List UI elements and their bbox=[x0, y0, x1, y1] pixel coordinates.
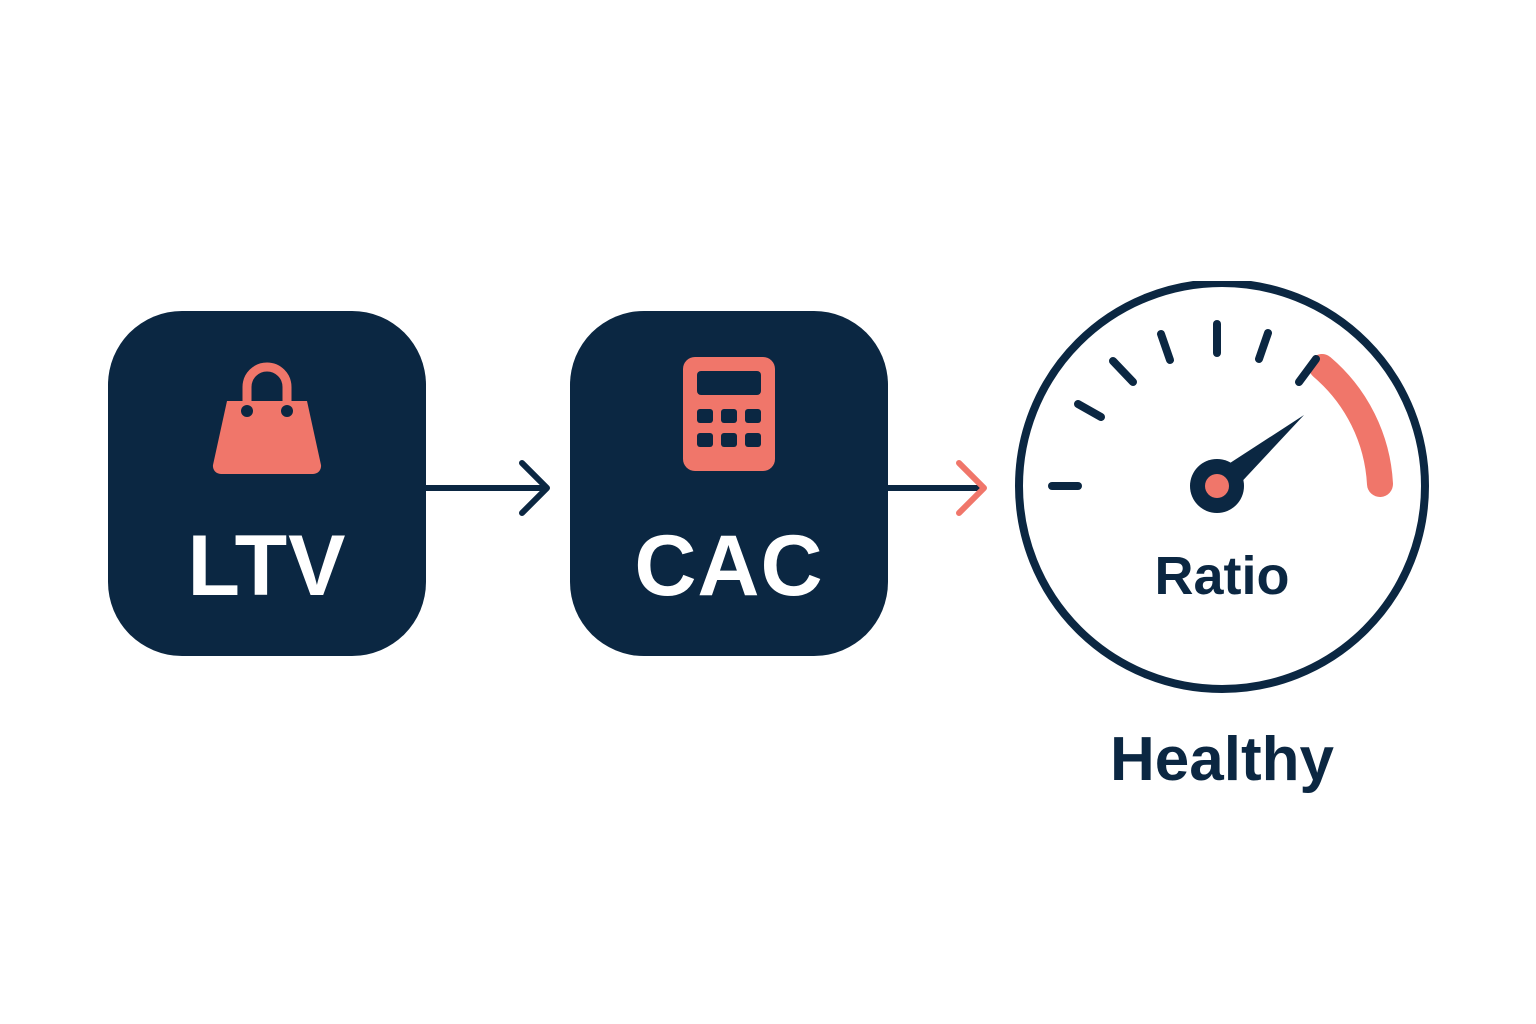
ltv-label: LTV bbox=[187, 518, 347, 614]
calculator-icon bbox=[683, 357, 775, 471]
cac-label: CAC bbox=[634, 518, 824, 614]
arrow-cac-to-ratio bbox=[885, 460, 987, 516]
healthy-zone-arc bbox=[1309, 354, 1393, 497]
shopping-bag-icon bbox=[212, 362, 322, 475]
cac-node: CAC bbox=[570, 311, 888, 656]
status-label: Healthy bbox=[1110, 725, 1334, 794]
gauge-ticks bbox=[1048, 320, 1320, 490]
ratio-label: Ratio bbox=[1154, 546, 1290, 606]
arrow-ltv-to-cac bbox=[423, 460, 550, 516]
ltv-node: LTV bbox=[108, 311, 426, 656]
speedometer-gauge-icon bbox=[1015, 281, 1429, 693]
